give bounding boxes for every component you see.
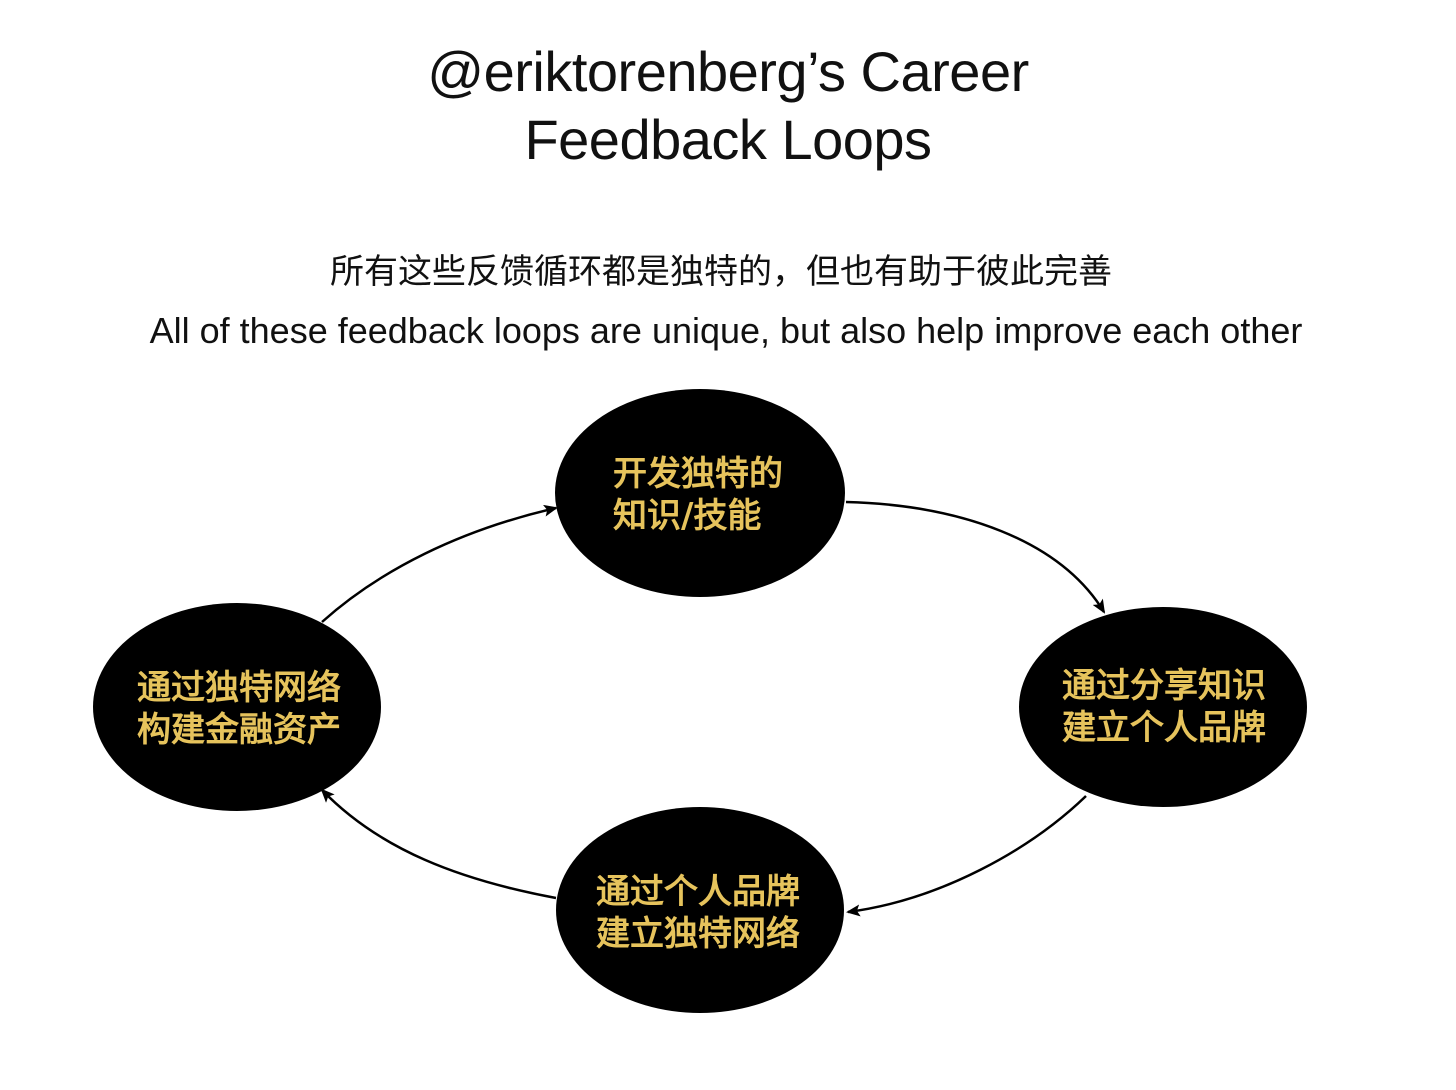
subtitle-english: All of these feedback loops are unique, … bbox=[149, 310, 1303, 351]
node-top-label-line-2: 知识/技能 bbox=[613, 496, 761, 536]
arrow-right-to-bottom bbox=[846, 795, 1087, 917]
node-top: 开发独特的 知识/技能 bbox=[555, 389, 845, 597]
arrow-bottom-to-left bbox=[320, 788, 557, 900]
node-right-label-line-1: 通过分享知识 bbox=[1062, 666, 1266, 706]
node-left: 通过独特网络 构建金融资产 bbox=[93, 603, 381, 811]
node-top-label-line-1: 开发独特的 bbox=[613, 454, 783, 494]
title-line-2: Feedback Loops bbox=[524, 108, 932, 171]
node-bottom-label-line-1: 通过个人品牌 bbox=[596, 872, 800, 912]
arrow-top-to-right bbox=[845, 500, 1106, 614]
title-line-1: @eriktorenberg’s Career bbox=[427, 40, 1029, 103]
arrow-left-to-top bbox=[321, 504, 558, 623]
node-right-shape bbox=[1019, 607, 1307, 807]
node-bottom-shape bbox=[556, 807, 844, 1013]
node-bottom-label-line-2: 建立独特网络 bbox=[596, 914, 800, 954]
subtitle-chinese: 所有这些反馈循环都是独特的，但也有助于彼此完善 bbox=[330, 253, 1112, 291]
page-title: @eriktorenberg’s Career Feedback Loops bbox=[0, 38, 1456, 174]
node-right: 通过分享知识 建立个人品牌 bbox=[1019, 607, 1307, 807]
node-right-label-line-2: 建立个人品牌 bbox=[1062, 708, 1266, 748]
node-left-label-line-2: 构建金融资产 bbox=[137, 710, 341, 750]
node-bottom: 通过个人品牌 建立独特网络 bbox=[556, 807, 844, 1013]
node-top-shape bbox=[555, 389, 845, 597]
node-left-label-line-1: 通过独特网络 bbox=[137, 668, 341, 708]
node-left-shape bbox=[93, 603, 381, 811]
